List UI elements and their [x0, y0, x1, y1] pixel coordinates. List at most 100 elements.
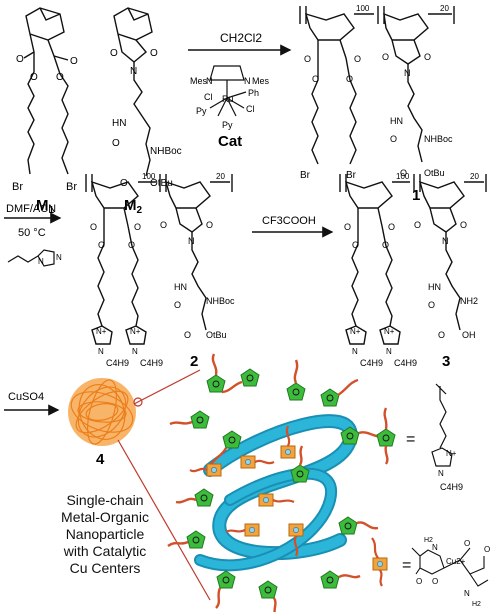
- p3-c4h9-2: C4H9: [394, 358, 417, 368]
- p3-atom-nh2: NH2: [460, 296, 478, 306]
- p2-atom-o6: O: [206, 220, 213, 230]
- imid-atom-n2: N: [56, 253, 62, 262]
- polymer-1: [299, 6, 455, 165]
- p3-atom-o6: O: [460, 220, 467, 230]
- polymer-ribbon: [194, 414, 358, 572]
- p3-atom-n2: N: [386, 347, 392, 356]
- zoom-line-top: [133, 369, 201, 405]
- p3-atom-o3: O: [352, 240, 359, 250]
- p1-atom-o3: O: [312, 74, 319, 84]
- caption-line-4: with Catalytic: [63, 543, 147, 559]
- p1-atom-otbu: OtBu: [424, 168, 445, 178]
- p3-atom-o5: O: [414, 220, 421, 230]
- catalyst-label: Cat: [218, 133, 242, 150]
- p3-subscript-20: 20: [470, 172, 479, 181]
- imidazolium-unit: [221, 368, 260, 394]
- imidazolium-unit: [340, 426, 383, 445]
- reagent-cuso4: CuSO4: [8, 391, 44, 403]
- legend2-atom-o3: O: [464, 539, 470, 548]
- m1-atom-o4: O: [56, 72, 64, 83]
- cat-n1: N: [206, 76, 213, 86]
- imidazolium-unit: [286, 359, 306, 401]
- p3-atom-n: N: [442, 236, 449, 246]
- m2-atom-o3: O: [112, 138, 120, 149]
- p1-atom-hn: HN: [390, 116, 403, 126]
- solvent-label: CH2Cl2: [220, 31, 262, 45]
- p2-atom-n-plus-2: N+: [130, 327, 141, 336]
- cat-py1: Py: [196, 106, 207, 116]
- zoom-line-bottom: [117, 439, 211, 601]
- p1-atom-o7: O: [390, 134, 397, 144]
- p3-atom-o1: O: [344, 222, 351, 232]
- p2-atom-o2: O: [134, 222, 141, 232]
- legend2-atom-o1: O: [416, 577, 422, 586]
- cat-cl1: Cl: [204, 92, 213, 102]
- legend2-atom-h2-bottom: H2: [472, 601, 481, 608]
- p3-atom-o4: O: [382, 240, 389, 250]
- temperature-label: 50 °C: [18, 227, 46, 239]
- legend1-equals: =: [406, 431, 415, 448]
- m1-atom-o2: O: [70, 56, 78, 67]
- p3-atom-o7: O: [428, 300, 435, 310]
- p3-atom-n1: N: [352, 347, 358, 356]
- legend2-atom-n-top: N: [432, 543, 438, 552]
- legend2-atom-cu: Cu2+: [446, 557, 466, 566]
- monomer-m2: [113, 7, 153, 177]
- imidazolium-unit: [290, 445, 310, 483]
- cu-complex-unit: [280, 425, 296, 459]
- p3-atom-n-plus-1: N+: [350, 327, 361, 336]
- p2-atom-o3: O: [98, 240, 105, 250]
- caption-line-1: Single-chain: [66, 492, 144, 508]
- imidazolium-unit: [320, 570, 361, 589]
- caption-line-3: Nanoparticle: [65, 526, 145, 542]
- p3-atom-o2: O: [388, 222, 395, 232]
- legend-cu-complex: [371, 537, 489, 587]
- monomer2-label: M2: [124, 197, 143, 216]
- imidazolium-unit: [208, 430, 242, 467]
- p3-subscript-100: 100: [396, 172, 410, 181]
- product3-label: 3: [442, 353, 450, 370]
- m1-atom-br2: Br: [66, 181, 77, 193]
- cu-complex-unit: [258, 493, 295, 507]
- p1-atom-o1: O: [304, 54, 311, 64]
- p3-atom-n-plus-2: N+: [384, 327, 395, 336]
- p2-atom-o8: O: [184, 330, 191, 340]
- legend2-atom-o2: O: [432, 577, 438, 586]
- cat-ru: Ru: [222, 94, 234, 104]
- p1-atom-n: N: [404, 68, 411, 78]
- p2-subscript-100: 100: [142, 172, 156, 181]
- p1-atom-o8: O: [400, 168, 407, 178]
- p2-atom-n: N: [188, 236, 195, 246]
- m1-atom-o1: O: [16, 54, 24, 65]
- m2-atom-n: N: [130, 66, 137, 77]
- m2-atom-o1: O: [110, 48, 118, 59]
- legend2-atom-h2-top: H2: [424, 537, 433, 544]
- legend2-atom-n-bottom: N: [464, 589, 470, 598]
- p1-atom-o4: O: [346, 74, 353, 84]
- p2-atom-hn: HN: [174, 282, 187, 292]
- imid-atom-n1: N: [38, 257, 44, 266]
- p3-c4h9-1: C4H9: [360, 358, 383, 368]
- cu-complex-unit: [189, 463, 222, 477]
- p2-atom-o4: O: [128, 240, 135, 250]
- product1-label: 1: [412, 187, 420, 204]
- cat-ph: Ph: [248, 88, 259, 98]
- m1-atom-br1: Br: [12, 181, 23, 193]
- reagent-cf3cooh: CF3COOH: [262, 215, 316, 227]
- p1-atom-o2: O: [354, 54, 361, 64]
- legend-imidazolium: [376, 383, 453, 467]
- cu-complex-unit: [240, 455, 275, 469]
- imidazolium-unit: [169, 410, 210, 429]
- p2-atom-otbu: OtBu: [206, 330, 227, 340]
- monomer-m1: [23, 7, 69, 175]
- m2-atom-otbu: OtBu: [150, 178, 173, 189]
- nanoparticle-label: 4: [96, 451, 105, 468]
- m2-atom-o2: O: [150, 48, 158, 59]
- legend2-atom-o4: O: [484, 545, 490, 554]
- cat-mes2: Mes: [252, 76, 270, 86]
- caption-line-5: Cu Centers: [69, 560, 141, 576]
- p3-atom-hn: HN: [428, 282, 441, 292]
- p2-subscript-20: 20: [216, 172, 225, 181]
- m1-atom-o3: O: [30, 72, 38, 83]
